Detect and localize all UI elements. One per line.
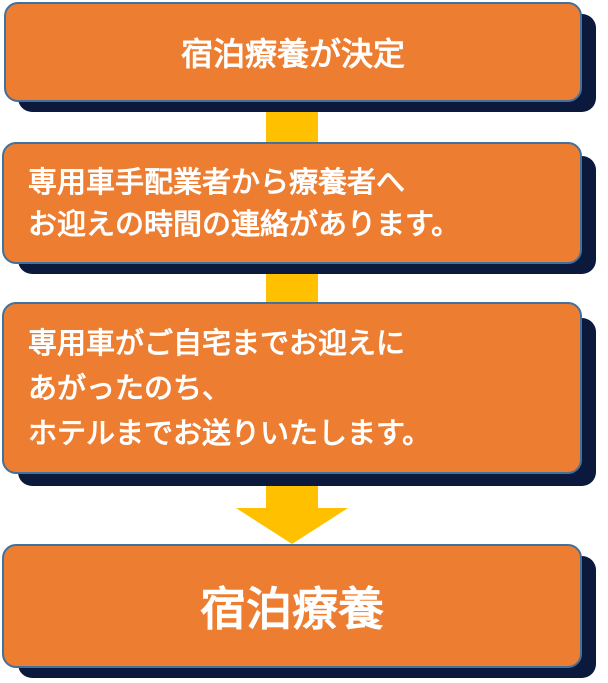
step-2-box: 専用車手配業者から療養者へ お迎えの時間の連絡があります。 bbox=[2, 142, 582, 264]
step-1-label: 宿泊療養が決定 bbox=[180, 35, 405, 73]
step-4-box: 宿泊療養 bbox=[2, 544, 582, 668]
step-1-box: 宿泊療養が決定 bbox=[4, 2, 582, 102]
step-3-line-3: ホテルまでお送りいたします。 bbox=[28, 415, 432, 450]
step-4-label: 宿泊療養 bbox=[200, 582, 384, 636]
step-2-line-1: 専用車手配業者から療養者へ bbox=[28, 165, 406, 199]
step-2-line-2: お迎えの時間の連絡があります。 bbox=[28, 207, 461, 241]
arrow-down-icon bbox=[236, 508, 348, 544]
step-3-box: 専用車がご自宅までお迎えに あがったのち、 ホテルまでお送りいたします。 bbox=[2, 302, 582, 474]
step-3-line-1: 専用車がご自宅までお迎えに bbox=[28, 325, 406, 360]
step-3-line-2: あがったのち、 bbox=[28, 370, 232, 405]
